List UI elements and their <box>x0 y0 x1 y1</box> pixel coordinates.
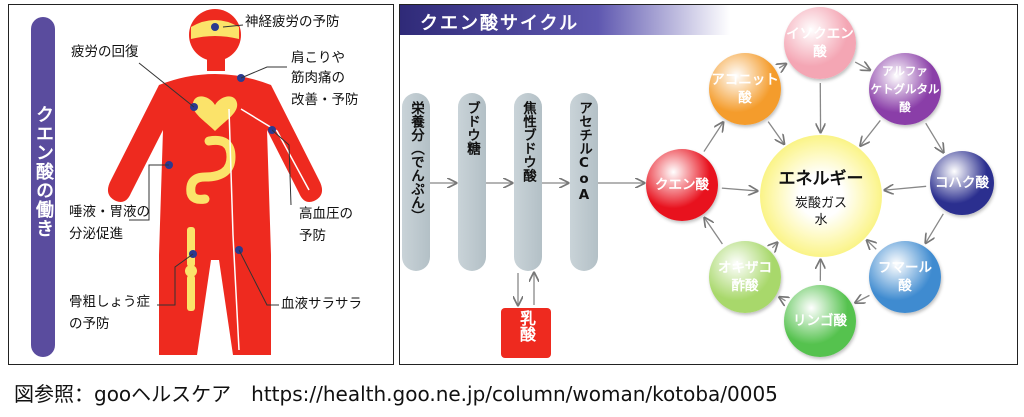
flow-arrow <box>772 243 777 248</box>
flow-arrow <box>856 295 870 302</box>
leader-line <box>157 253 194 306</box>
flow-arrow <box>703 122 723 152</box>
energy-sub-water: 水 <box>814 212 828 228</box>
cycle-acid-circle: アコニット 酸 <box>709 53 781 125</box>
flow-arrow <box>854 62 870 70</box>
leader-line <box>129 164 169 221</box>
cycle-acid-circle: フマール 酸 <box>869 241 941 313</box>
torso-shape <box>107 74 323 355</box>
flow-arrow <box>885 186 927 190</box>
organ-marker <box>211 23 219 31</box>
citric-acid-effects-panel: クエン酸の働き 神経疲労の予防 疲労の回復 肩こりや 筋肉痛の 改善・予防 唾液… <box>8 4 394 365</box>
leader-line <box>238 249 279 306</box>
label-shoulder-3: 改善・予防 <box>291 92 359 108</box>
cycle-acid-circle: リンゴ酸 <box>784 285 856 357</box>
lactic-acid-box: 乳酸 <box>501 308 551 358</box>
label-blood-pressure-2: 予防 <box>299 228 326 244</box>
flow-arrow <box>705 218 723 245</box>
leader-line <box>222 24 244 28</box>
heart-shape <box>192 96 238 131</box>
leg-vessel-line <box>228 108 240 351</box>
source-caption: 図参照：gooヘルスケア https://health.goo.ne.jp/co… <box>14 382 778 406</box>
leader-line <box>240 66 287 79</box>
cycle-acid-circle: コハク酸 <box>930 151 994 215</box>
leader-line <box>138 62 195 108</box>
left-title-bar: クエン酸の働き <box>31 17 55 357</box>
pillar-pyruvic-acid: 焦性ブドウ酸 <box>514 93 542 271</box>
label-shoulder-2: 筋肉痛の <box>291 70 345 86</box>
flow-arrow <box>867 240 876 249</box>
flow-arrow <box>767 121 784 144</box>
stomach-shape <box>186 135 236 204</box>
cycle-acid-circle: オキザコ 酢酸 <box>709 241 781 313</box>
flow-arrow <box>925 122 944 152</box>
cycle-arrows <box>430 5 1018 365</box>
cycle-acid-circle: アルファ ケトグルタル 酸 <box>869 53 941 125</box>
citric-acid-cycle-panel: クエン酸サイクル 栄養分（でんぷん） ブドウ糖 焦性ブドウ酸 アセチルCoA 乳… <box>399 4 1018 365</box>
label-nerve-fatigue: 神経疲労の予防 <box>245 14 340 30</box>
label-saliva-1: 唾液・胃液の <box>69 204 150 220</box>
arm-vessel-line <box>240 108 310 191</box>
flow-arrow <box>721 188 757 191</box>
body-illustration <box>107 9 323 355</box>
energy-sub-gas: 炭酸ガス <box>794 195 847 211</box>
label-saliva-2: 分泌促進 <box>69 226 123 242</box>
leader-line <box>271 129 292 206</box>
label-shoulder-1: 肩こりや <box>291 50 345 66</box>
label-bone-1: 骨粗しょう症 <box>69 294 150 310</box>
cycle-title: クエン酸サイクル <box>420 13 580 34</box>
label-bone-2: の予防 <box>69 316 110 332</box>
label-blood-pressure-1: 高血圧の <box>299 206 353 222</box>
pillar-acetyl-label: アセチルCoA <box>576 101 592 203</box>
flow-arrow <box>779 64 786 68</box>
pillar-acetyl-coa: アセチルCoA <box>570 93 598 271</box>
neck-shape <box>207 57 225 71</box>
cycle-acid-circle: イソクエン 酸 <box>784 7 856 79</box>
pillar-nutrients-label: 栄養分（でんぷん） <box>408 101 424 223</box>
cycle-header: クエン酸サイクル <box>400 5 730 35</box>
flow-arrow <box>861 120 881 145</box>
leader-lines <box>129 24 292 306</box>
flow-arrow <box>780 297 786 301</box>
lactic-acid-label: 乳酸 <box>517 310 536 342</box>
left-panel-title: クエン酸の働き <box>33 105 54 238</box>
energy-center: エネルギー 炭酸ガス 水 <box>760 135 882 257</box>
pillar-nutrients: 栄養分（でんぷん） <box>402 93 430 271</box>
cycle-acid-circle: クエン酸 <box>646 149 718 221</box>
label-fatigue-recovery: 疲労の回復 <box>71 44 139 60</box>
pillar-glucose: ブドウ糖 <box>458 93 486 271</box>
pillar-glucose-label: ブドウ糖 <box>464 101 480 155</box>
label-blood-flow: 血液サラサラ <box>281 296 362 312</box>
energy-label: エネルギー <box>778 168 864 189</box>
flow-arrow <box>926 213 944 243</box>
pillar-pyruvic-label: 焦性ブドウ酸 <box>520 101 536 182</box>
